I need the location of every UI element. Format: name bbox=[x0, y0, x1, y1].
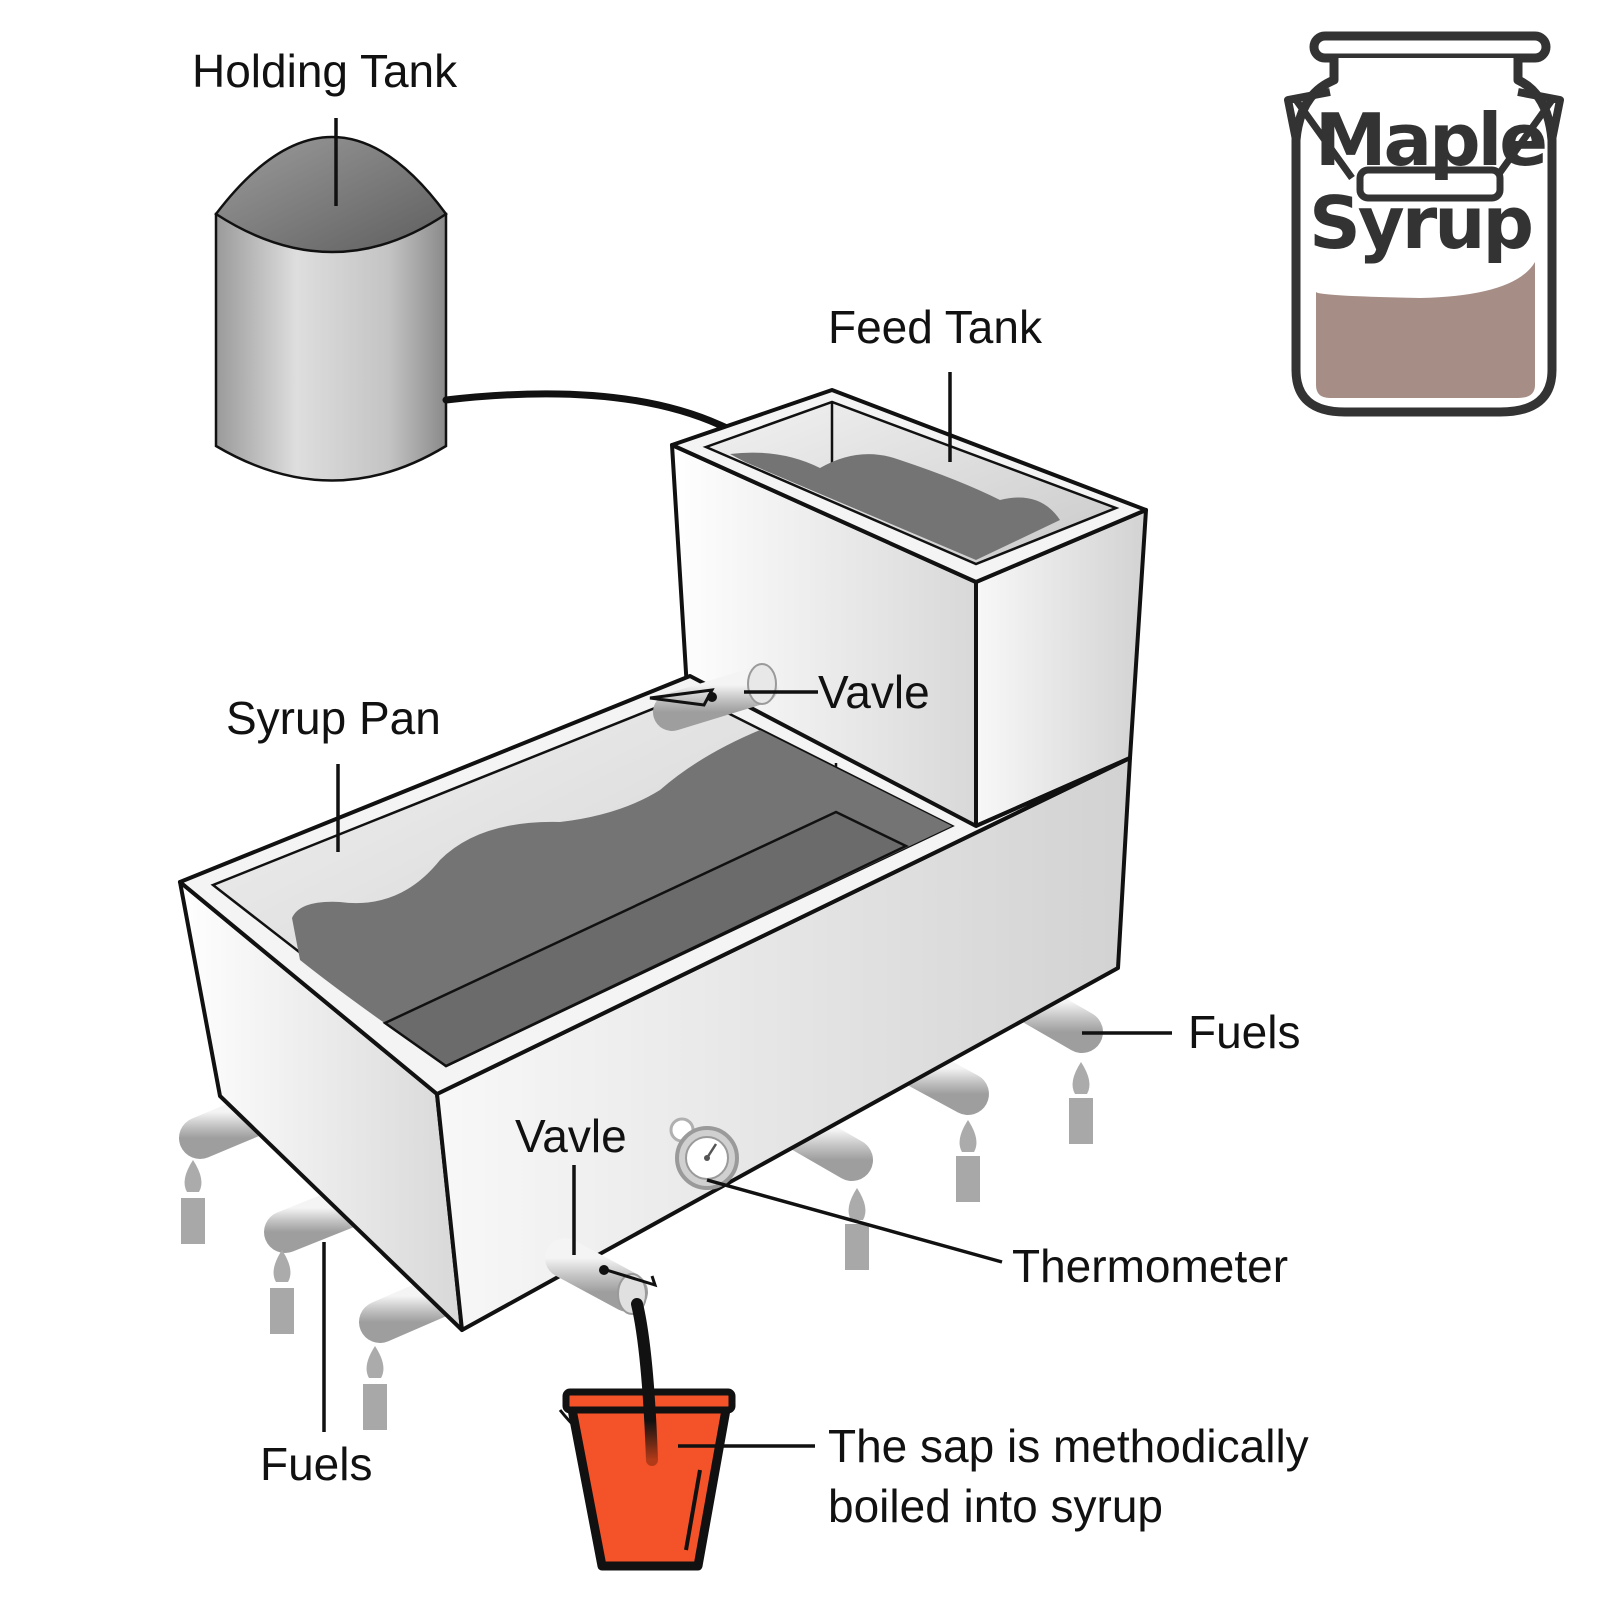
jar-text-syrup: Syrup bbox=[1309, 181, 1532, 265]
label-thermometer: Thermometer bbox=[1012, 1240, 1288, 1292]
top-valve bbox=[649, 663, 779, 731]
holding-tank bbox=[214, 135, 448, 482]
flame-icon bbox=[366, 1346, 384, 1378]
syrup-pan-floor bbox=[382, 810, 909, 1068]
flame-icon bbox=[959, 1120, 977, 1152]
fuel-burner bbox=[779, 1109, 873, 1270]
jar-label-band bbox=[1356, 166, 1504, 202]
jar-text-maple: Maple bbox=[1315, 98, 1545, 182]
syrup-pan-sap bbox=[292, 730, 952, 1066]
caption-line-2: boiled into syrup bbox=[828, 1480, 1163, 1532]
thermometer-gauge bbox=[669, 1117, 739, 1190]
holding-tank-body bbox=[214, 212, 448, 482]
fuel-burner bbox=[899, 1047, 989, 1202]
flame-icon bbox=[273, 1250, 291, 1282]
maple-syrup-jar-icon: Maple Syrup bbox=[1284, 31, 1564, 417]
fuel-burner bbox=[264, 1187, 366, 1334]
labels: Holding Tank Feed Tank Syrup Pan Vavle F… bbox=[192, 45, 1309, 1532]
label-holding-tank: Holding Tank bbox=[192, 45, 458, 97]
leader-thermometer bbox=[706, 1178, 1003, 1264]
label-valve-top: Vavle bbox=[818, 666, 930, 718]
label-fuels-left: Fuels bbox=[260, 1438, 372, 1490]
label-feed-tank: Feed Tank bbox=[828, 301, 1043, 353]
label-fuels-right: Fuels bbox=[1188, 1006, 1300, 1058]
jar-straps bbox=[1293, 97, 1555, 181]
label-syrup-pan: Syrup Pan bbox=[226, 692, 441, 744]
feed-tank-sap bbox=[730, 452, 1060, 560]
holding-tank-dome bbox=[214, 135, 448, 254]
fuel-burner bbox=[1009, 981, 1103, 1144]
label-valve-bottom: Vavle bbox=[515, 1110, 627, 1162]
feed-tank bbox=[670, 388, 1148, 828]
fuel-burner bbox=[179, 1091, 283, 1244]
caption-line-1: The sap is methodically bbox=[828, 1420, 1309, 1472]
fuel-burner bbox=[359, 1275, 461, 1430]
syrup-pan bbox=[178, 674, 1132, 1332]
flame-icon bbox=[1072, 1062, 1090, 1094]
flame-icon bbox=[184, 1160, 202, 1192]
valve-handle bbox=[599, 1266, 658, 1288]
jar-lid bbox=[1309, 31, 1551, 63]
leader-lines bbox=[322, 118, 1172, 1448]
flame-icon bbox=[848, 1188, 866, 1220]
syrup-stream bbox=[631, 1298, 658, 1466]
jar-handles bbox=[1284, 88, 1564, 141]
jar-syrup-fill bbox=[1316, 262, 1535, 398]
